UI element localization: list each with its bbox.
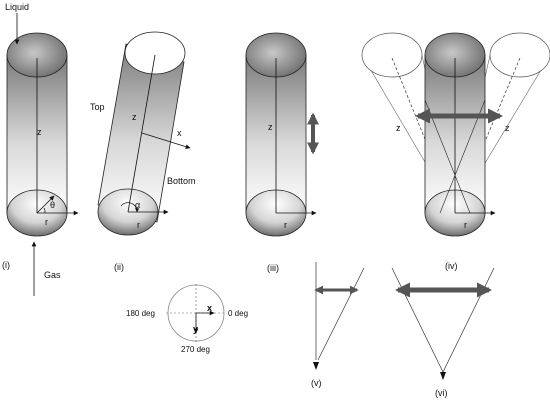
cylinder-ii-alpha-label: α xyxy=(135,200,140,210)
cylinder-i-theta-arrow xyxy=(36,195,55,214)
caption-i: (i) xyxy=(2,260,10,270)
cylinder-iii: z r (iii) xyxy=(245,32,319,273)
swing-vi-left xyxy=(391,267,444,373)
swing-vi-apex-arrow xyxy=(440,372,446,380)
cylinder-iv-z-right-label: z xyxy=(505,123,510,133)
liquid-label: Liquid xyxy=(5,2,29,12)
swing-left-top xyxy=(361,32,423,78)
top-label: Top xyxy=(90,102,105,112)
cylinder-ii-x-label: x xyxy=(177,128,182,138)
swing-diagram-v: (v) xyxy=(311,262,365,388)
cylinder-iv-r-label: r xyxy=(464,220,467,230)
swing-diagram-vi: (vi) xyxy=(391,267,495,398)
label-180-deg: 180 deg xyxy=(126,309,155,318)
cylinder-i: z θ r Liquid Gas (i) xyxy=(2,2,79,296)
cylinder-ii-z-label: z xyxy=(132,112,137,122)
caption-iii: (iii) xyxy=(267,263,279,273)
cylinder-ii-top xyxy=(124,31,186,75)
cylinder-ii: z x α r Top Bottom (ii) xyxy=(90,31,196,272)
label-0-deg: 0 deg xyxy=(228,309,248,318)
swing-right-top xyxy=(489,32,550,78)
caption-ii: (ii) xyxy=(114,262,124,272)
cylinder-i-r-label: r xyxy=(45,217,48,227)
cylinder-iii-r-label: r xyxy=(284,220,287,230)
caption-v: (v) xyxy=(311,378,322,388)
caption-vi: (vi) xyxy=(435,388,448,398)
swing-v-apex-arrow xyxy=(313,362,319,370)
reference-y-label: y xyxy=(193,324,198,334)
cylinder-i-theta-label: θ xyxy=(50,200,55,210)
angle-reference: x y 180 deg 0 deg 270 deg xyxy=(126,284,248,354)
cylinder-iv-z-left-label: z xyxy=(396,123,401,133)
gas-label: Gas xyxy=(44,270,61,280)
bottom-label: Bottom xyxy=(167,176,196,186)
caption-iv: (iv) xyxy=(445,261,458,271)
swing-vi-right xyxy=(442,267,495,373)
cylinder-ii-alpha-arc xyxy=(120,202,140,213)
label-270-deg: 270 deg xyxy=(181,345,210,354)
cylinder-i-theta-arc xyxy=(43,207,46,214)
cylinder-ii-axis xyxy=(127,54,156,213)
cylinder-ii-r-label: r xyxy=(137,220,140,230)
reference-x-label: x xyxy=(207,303,212,313)
cylinder-i-z-label: z xyxy=(37,127,42,137)
swing-v-diagonal xyxy=(317,267,365,361)
cylinder-iii-z-label: z xyxy=(268,122,273,132)
swing-left-axis xyxy=(391,57,456,214)
cylinder-iv: z z r (iv) xyxy=(361,32,550,271)
cylinder-ii-x-arrow xyxy=(141,132,191,150)
